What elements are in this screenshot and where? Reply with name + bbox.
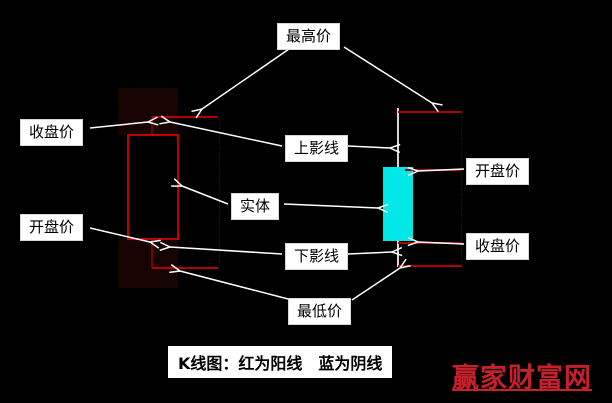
label-lower-shadow: 下影线 (285, 243, 349, 270)
right-candle-high-tick (398, 111, 462, 113)
right-candle-low-tick (398, 265, 462, 267)
right-candle-open-tick (405, 169, 462, 171)
label-body: 实体 (231, 193, 280, 220)
arrow-highest-to-right-candle (343, 46, 432, 103)
arrow-highest-to-left-candle (202, 46, 293, 109)
left-candle-body (127, 134, 179, 240)
label-right-close-price: 收盘价 (466, 233, 530, 260)
label-upper-shadow: 上影线 (285, 135, 349, 162)
right-candle-lower-wick (397, 241, 399, 267)
right-candle-upper-wick (397, 108, 399, 168)
label-right-open-price: 开盘价 (466, 158, 530, 185)
arrow-lowest-to-right-candle (351, 268, 400, 301)
diagram-caption: K线图：红为阳线 蓝为阴线 (168, 346, 393, 378)
site-watermark: 赢家财富网 (452, 363, 592, 394)
left-candle-high-tick (152, 116, 218, 118)
right-candle-ghost-outline (461, 112, 463, 267)
arrow-body-right (283, 203, 378, 208)
right-candle-body (383, 167, 413, 241)
label-left-open-price: 开盘价 (20, 214, 84, 241)
right-candle-close-tick (398, 242, 462, 244)
label-left-close-price: 收盘价 (20, 119, 84, 146)
arrow-upper-shadow-right (347, 146, 390, 148)
label-lowest-price: 最低价 (288, 298, 352, 325)
arrow-lowest-to-left-candle (180, 271, 293, 301)
left-candle-low-tick (152, 267, 218, 269)
label-highest-price: 最高价 (277, 23, 341, 50)
arrow-lower-shadow-right (347, 252, 392, 254)
